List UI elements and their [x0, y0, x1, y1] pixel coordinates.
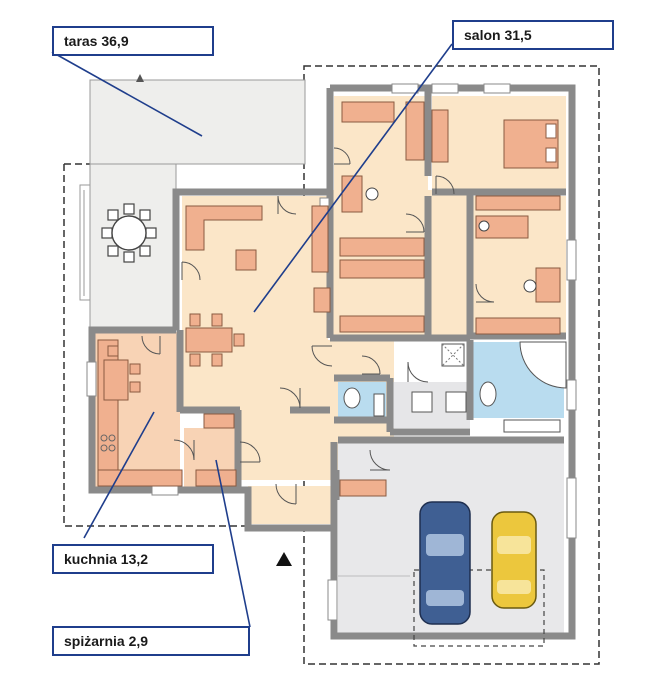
entrance-floor	[248, 486, 332, 524]
bedroom-2-furniture	[431, 109, 561, 335]
pantry-shelves	[195, 413, 237, 487]
living-room-furniture	[185, 205, 329, 367]
car-yellow	[491, 511, 537, 609]
label-salon: salon 31,5	[452, 20, 614, 50]
kitchen-furniture	[97, 339, 183, 487]
leader-lines	[51, 43, 453, 628]
dashed-outline-west	[63, 163, 304, 527]
label-taras: taras 36,9	[52, 26, 214, 56]
terrace-area	[89, 79, 306, 165]
bathroom-fixtures	[343, 341, 567, 433]
terrace-mark-icon	[136, 74, 144, 82]
parking-spot	[413, 569, 545, 647]
label-spizarnia: spiżarnia 2,9	[52, 626, 250, 656]
car-blue	[419, 501, 471, 625]
terrace-table	[101, 203, 157, 263]
entrance-arrow-icon	[276, 552, 292, 566]
terrace-steps	[79, 184, 90, 301]
label-kuchnia: kuchnia 13,2	[52, 544, 214, 574]
